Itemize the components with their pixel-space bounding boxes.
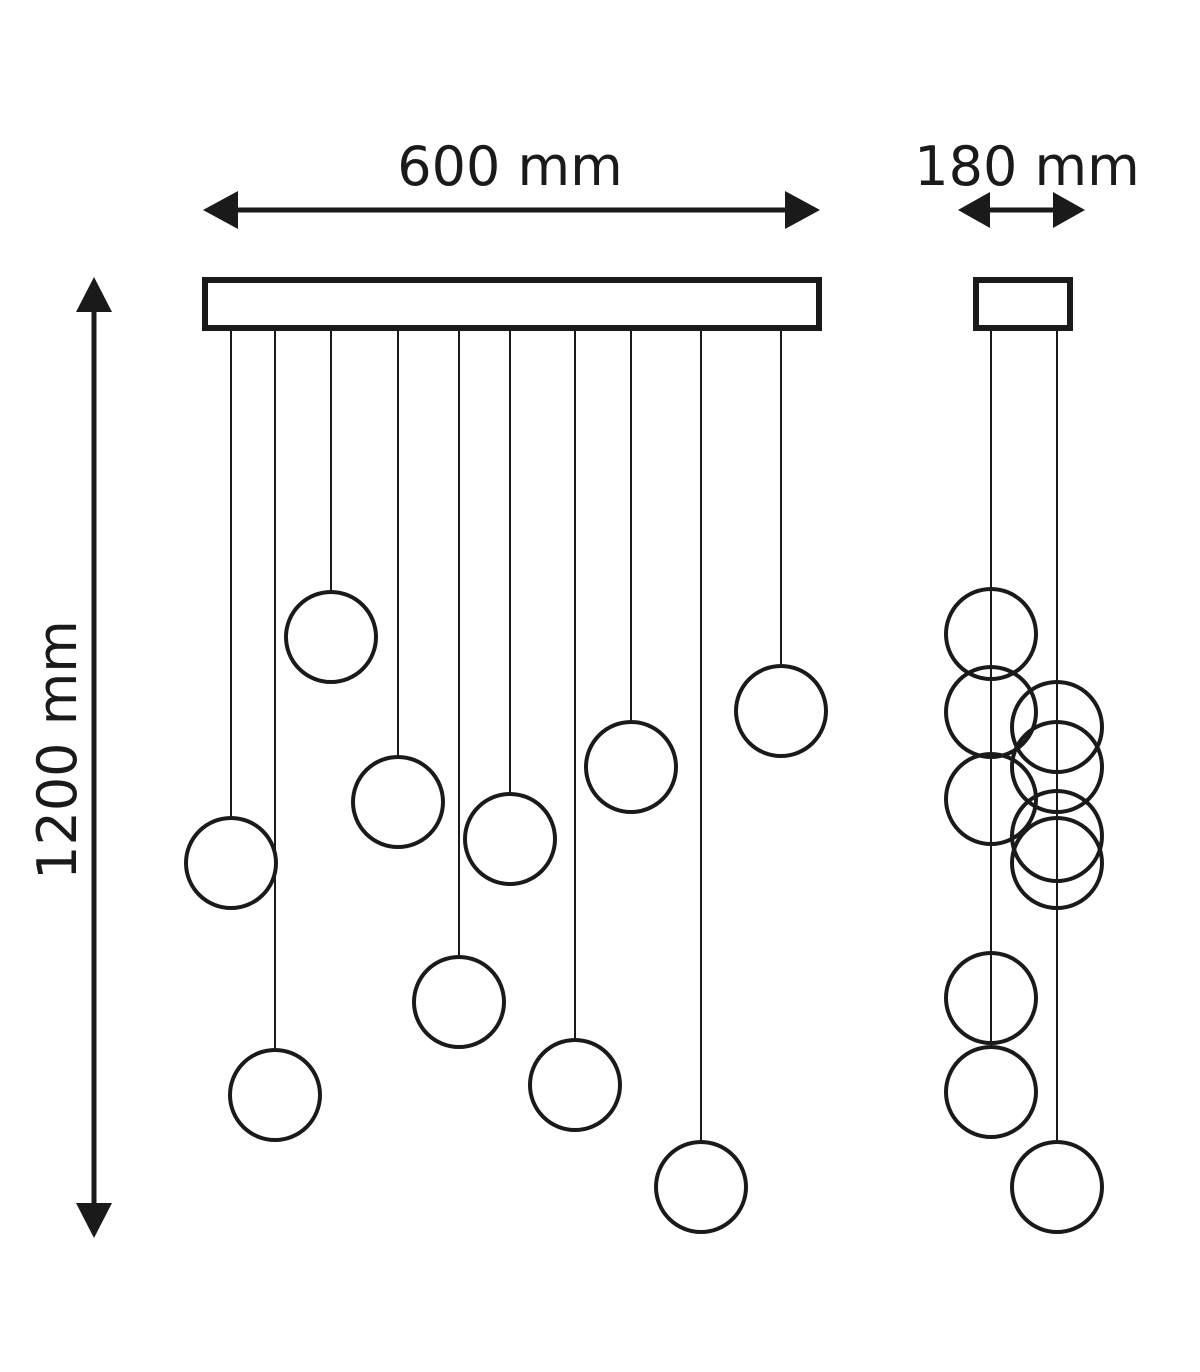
- side-globe-8: [944, 951, 1038, 1045]
- front-globe-1: [184, 816, 278, 910]
- front-globe-3: [284, 590, 378, 684]
- front-canopy: [202, 277, 822, 331]
- side-view: [944, 277, 1104, 1234]
- height-arrow-down-icon: [76, 1203, 112, 1238]
- depth-arrow-right-icon: [1053, 192, 1085, 228]
- side-globe-3: [1010, 680, 1104, 774]
- side-pendants: [944, 331, 1104, 1234]
- depth-dimension: 180 mm: [914, 135, 1140, 228]
- side-globe-7: [944, 665, 1038, 759]
- front-globe-4: [351, 755, 445, 849]
- front-view: [184, 277, 828, 1234]
- width-dimension: 600 mm: [203, 135, 820, 229]
- front-globe-8: [584, 720, 678, 814]
- side-globe-1: [1010, 816, 1104, 910]
- side-globe-2: [1010, 789, 1104, 883]
- front-globe-5: [412, 955, 506, 1049]
- front-globe-7: [528, 1038, 622, 1132]
- side-globe-4: [944, 752, 1038, 846]
- width-arrow-left-icon: [203, 191, 238, 229]
- front-globe-10: [734, 664, 828, 758]
- front-globe-2: [228, 1048, 322, 1142]
- height-dimension: 1200 mm: [26, 277, 112, 1238]
- height-label: 1200 mm: [26, 620, 89, 880]
- side-globe-6: [944, 587, 1038, 681]
- front-pendants: [184, 331, 828, 1234]
- depth-label: 180 mm: [914, 135, 1139, 198]
- front-globe-6: [463, 792, 557, 886]
- depth-arrow-left-icon: [958, 192, 990, 228]
- side-globe-5: [1010, 720, 1104, 814]
- side-globe-9: [944, 1045, 1038, 1139]
- height-arrow-up-icon: [76, 277, 112, 312]
- width-arrow-right-icon: [785, 191, 820, 229]
- side-canopy: [973, 277, 1073, 331]
- side-globe-10: [1010, 1140, 1104, 1234]
- front-globe-9: [654, 1140, 748, 1234]
- width-label: 600 mm: [397, 135, 622, 198]
